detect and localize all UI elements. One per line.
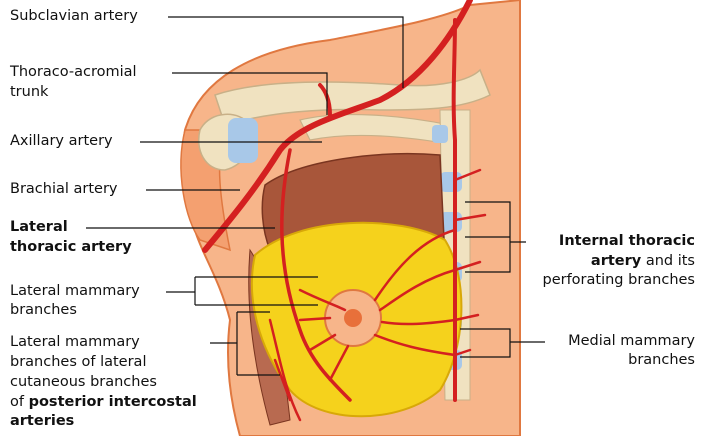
label-lateral-cutaneous-line2: branches of lateral [10, 354, 147, 370]
cartilage-shoulder [228, 118, 258, 163]
label-subclavian-artery: Subclavian artery [10, 8, 138, 24]
label-artery: artery [590, 253, 642, 269]
label-internal-thoracic-line3: perforating branches [542, 272, 695, 288]
label-lateral-mammary-line2: branches [10, 302, 77, 318]
label-lateral-thoracic-line2: thoracic artery [10, 239, 132, 255]
label-brachial-artery: Brachial artery [10, 181, 118, 197]
arteries [202, 0, 487, 422]
label-medial-mammary-line2: branches [628, 352, 695, 368]
label-posterior-intercostal: posterior intercostal [28, 394, 197, 410]
label-thoraco-acromial-line1: Thoraco-acromial [10, 64, 137, 80]
leader-lines [86, 16, 545, 376]
label-medial-mammary-line1: Medial mammary [568, 333, 695, 349]
label-lateral-cutaneous-line5: arteries [10, 413, 75, 429]
label-lateral-mammary-line1: Lateral mammary [10, 283, 140, 299]
label-thoraco-acromial-line2: trunk [10, 84, 49, 100]
label-of: of [10, 394, 29, 410]
label-lateral-cutaneous-line4: of posterior intercostal [10, 393, 197, 413]
label-internal-thoracic-line1: Internal thoracic [558, 233, 695, 249]
label-axillary-artery: Axillary artery [10, 133, 113, 149]
nipple [344, 309, 362, 327]
label-and-its: and its [641, 253, 695, 269]
label-lateral-thoracic-line1: Lateral [10, 219, 68, 235]
label-lateral-cutaneous-line3: cutaneous branches [10, 374, 157, 390]
label-lateral-cutaneous-line1: Lateral mammary [10, 334, 140, 350]
clavicle [214, 68, 491, 126]
label-internal-thoracic-line2: artery and its [591, 252, 695, 272]
